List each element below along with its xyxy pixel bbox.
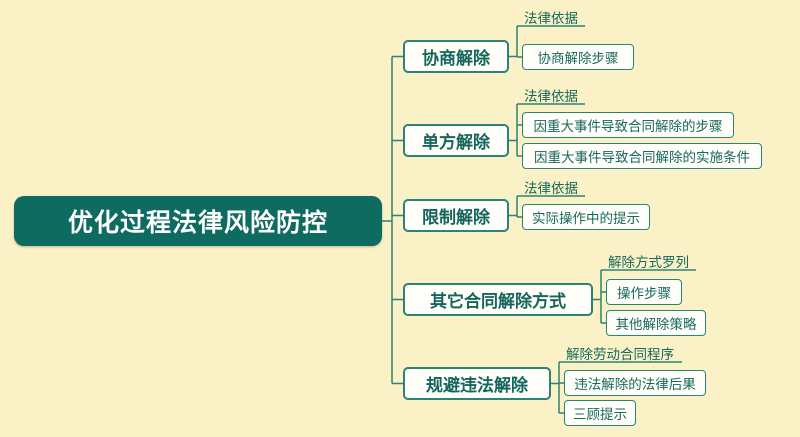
group3-lines [509,195,585,218]
branch-topic-restricted-termination[interactable]: 限制解除 [403,199,509,232]
group1-lines [509,25,585,58]
branch-topic-negotiated-termination[interactable]: 协商解除 [403,40,509,73]
branch-topic-unilateral-termination[interactable]: 单方解除 [403,124,509,157]
subtopic-labor-contract-procedure[interactable]: 解除劳动合同程序 [566,347,674,362]
subtopic-negotiation-steps[interactable]: 协商解除步骤 [522,44,634,70]
subtopic-legal-basis-1[interactable]: 法律依据 [524,11,578,26]
branch-topic-other-termination-methods[interactable]: 其它合同解除方式 [403,283,593,316]
subtopic-illegal-termination-consequences[interactable]: 违法解除的法律后果 [564,370,706,396]
subtopic-reminders[interactable]: 三顾提示 [564,400,636,426]
subtopic-legal-basis-2[interactable]: 法律依据 [524,89,578,104]
subtopic-other-strategies[interactable]: 其他解除策略 [606,310,706,336]
subtopic-major-event-conditions[interactable]: 因重大事件导致合同解除的实施条件 [522,143,762,169]
subtopic-practical-tips[interactable]: 实际操作中的提示 [522,204,650,230]
root-topic[interactable]: 优化过程法律风险防控 [14,196,382,246]
group4-lines [593,269,696,324]
subtopic-operation-steps[interactable]: 操作步骤 [606,279,682,305]
subtopic-legal-basis-3[interactable]: 法律依据 [524,181,578,196]
branch-topic-avoid-illegal-termination[interactable]: 规避违法解除 [403,367,551,400]
subtopic-major-event-steps[interactable]: 因重大事件导致合同解除的步骤 [522,112,734,138]
group5-lines [551,361,682,414]
group2-lines [509,103,585,157]
subtopic-method-list[interactable]: 解除方式罗列 [608,255,689,270]
